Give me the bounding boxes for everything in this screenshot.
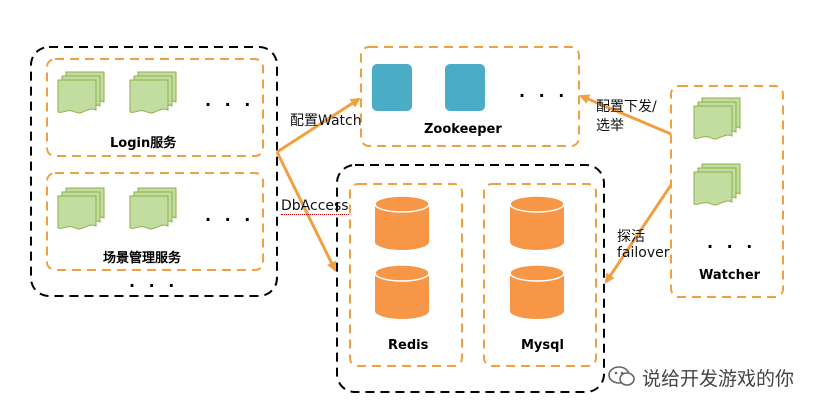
config-push-label-2: 选举 [596, 118, 624, 134]
scene-doc-icon-1 [58, 188, 104, 229]
mysql-cylinder-icon-2 [509, 264, 565, 320]
scene-doc-icon-2 [130, 188, 176, 229]
arrow-db-access [275, 151, 337, 272]
zookeeper-box [360, 46, 580, 147]
zookeeper-label: Zookeeper [424, 122, 502, 137]
login-label: Login服务 [110, 136, 177, 151]
arrow-probe [604, 184, 673, 284]
config-push-label-1: 配置下发/ [596, 99, 657, 115]
scene-label: 场景管理服务 [103, 251, 182, 266]
config-watch-label: 配置Watch [290, 113, 362, 129]
probe-label-2: failover [617, 245, 670, 261]
watcher-box [670, 85, 784, 298]
storage-group [336, 164, 605, 393]
watermark-text: 说给开发游戏的你 [642, 368, 795, 390]
zk-node-icon-1 [372, 64, 412, 111]
services-group [30, 46, 278, 297]
watcher-ellipsis: · · · [707, 237, 757, 256]
mysql-box [483, 183, 597, 367]
redis-cylinder-icon-2 [374, 264, 430, 320]
scene-ellipsis: · · · [205, 210, 255, 229]
arrow-config-watch [276, 97, 361, 154]
mysql-cylinder-icon-1 [509, 195, 565, 251]
zookeeper-ellipsis: · · · [519, 86, 569, 105]
login-doc-icon-1 [58, 72, 104, 113]
zk-node-icon-2 [445, 64, 485, 111]
services-ellipsis: · · · [129, 276, 179, 295]
watcher-label: Watcher [699, 268, 761, 283]
mysql-label: Mysql [521, 338, 564, 353]
redis-box [349, 183, 463, 367]
db-access-label: DbAccess [281, 198, 349, 215]
watcher-doc-icon-2 [694, 164, 740, 205]
watcher-doc-icon-1 [694, 98, 740, 139]
redis-cylinder-icon-1 [374, 195, 430, 251]
redis-label: Redis [388, 338, 429, 353]
login-doc-icon-2 [130, 72, 176, 113]
wechat-icon [608, 366, 635, 386]
login-ellipsis: · · · [205, 95, 255, 114]
arrow-config-push [579, 94, 672, 136]
scene-box [46, 172, 264, 271]
login-box [46, 58, 264, 157]
probe-label-1: 探活 [617, 229, 645, 245]
